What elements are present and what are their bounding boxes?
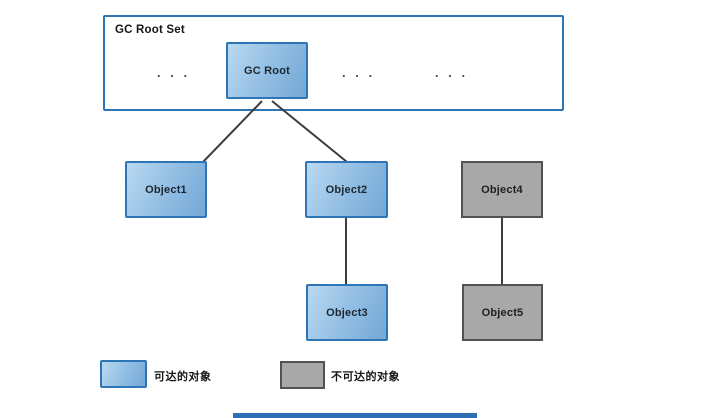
node-object1-label: Object1 xyxy=(145,183,187,196)
ellipsis-left: . . . xyxy=(157,65,191,80)
edge-gcroot-object2 xyxy=(271,100,348,163)
node-object4-label: Object4 xyxy=(481,183,523,196)
node-object5: Object5 xyxy=(462,284,543,341)
legend-label-reachable: 可达的对象 xyxy=(154,371,212,383)
node-gc-root-label: GC Root xyxy=(243,64,290,77)
edge-gcroot-object1 xyxy=(202,100,263,163)
bottom-progress-bar xyxy=(233,413,477,418)
node-object2-label: Object2 xyxy=(325,183,368,196)
node-object3-label: Object3 xyxy=(326,306,368,319)
node-object3: Object3 xyxy=(306,284,388,341)
legend-swatch-reachable xyxy=(100,360,147,388)
gc-root-set-title: GC Root Set xyxy=(115,24,185,36)
node-gc-root: GC Root xyxy=(226,42,308,99)
legend-label-unreachable: 不可达的对象 xyxy=(331,371,400,383)
node-object1: Object1 xyxy=(125,161,207,218)
ellipsis-right: . . . xyxy=(435,65,469,80)
ellipsis-middle: . . . xyxy=(342,65,376,80)
gc-root-set-container: GC Root Set xyxy=(103,15,564,111)
legend-swatch-unreachable xyxy=(280,361,325,389)
node-object4: Object4 xyxy=(461,161,543,218)
node-object5-label: Object5 xyxy=(481,306,524,319)
node-object2: Object2 xyxy=(305,161,388,218)
